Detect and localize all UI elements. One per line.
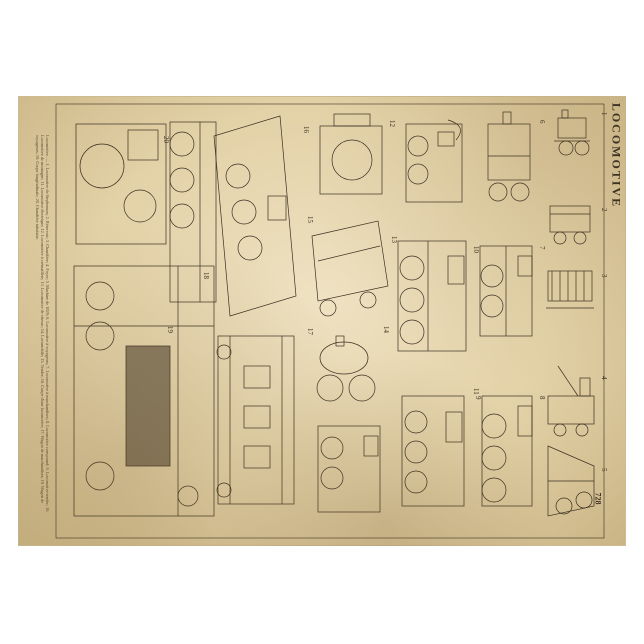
page-number: 728 [593,492,603,505]
figure-4-crane-engine [547,365,595,437]
figure-number-13: 13 [390,236,398,244]
figure-7-locomotive [479,245,533,337]
figure-6-locomotive [487,111,531,202]
figure-19-longitudinal-section [73,265,215,517]
figure-number-9: 9 [474,396,482,400]
plate-frame [55,103,605,539]
figure-number-4: 4 [600,376,608,380]
figure-18-locomotive-angled [213,115,297,317]
figure-number-15: 15 [306,216,314,224]
figure-16-locomobile [316,335,376,402]
figure-9-locomotive [481,395,533,507]
figure-number-6: 6 [538,120,546,124]
figure-13-locomotive [397,240,467,352]
figure-1-early-engine [554,109,590,156]
figure-number-8: 8 [538,396,546,400]
figure-20b-boiler-engine [75,123,167,245]
figure-number-17: 17 [306,328,314,336]
figure-number-14: 14 [382,326,390,334]
figure-number-5: 5 [600,468,608,472]
figure-10-locomotive [401,395,465,507]
figure-5-rack-engine [547,445,595,517]
figure-2-carriage [549,205,591,245]
figure-number-19: 19 [166,326,174,334]
figure-number-18: 18 [202,272,210,280]
figure-20-locomotive-section [169,121,217,303]
figure-number-2: 2 [600,208,608,212]
plate-title: LOCOMOTIVE [609,102,624,209]
figure-number-16: 16 [302,126,310,134]
figure-15-tender [311,220,389,317]
side-caption-text: Locomotive. — 1. Locomotive de Stephenso… [35,135,50,513]
figure-12-locomotive [405,119,463,203]
figure-17-locomotive [317,425,381,513]
figure-number-1: 1 [600,112,608,116]
figure-number-3: 3 [600,274,608,278]
figure-14-stationary-engine [319,113,383,195]
figure-number-20: 20 [162,136,170,144]
figure-number-11: 11 [472,388,480,395]
figure-number-10: 10 [472,246,480,254]
figure-3-boiler [546,270,594,309]
figure-number-7: 7 [538,246,546,250]
figure-number-12: 12 [388,120,396,128]
figure-19-passenger-car [216,335,295,505]
